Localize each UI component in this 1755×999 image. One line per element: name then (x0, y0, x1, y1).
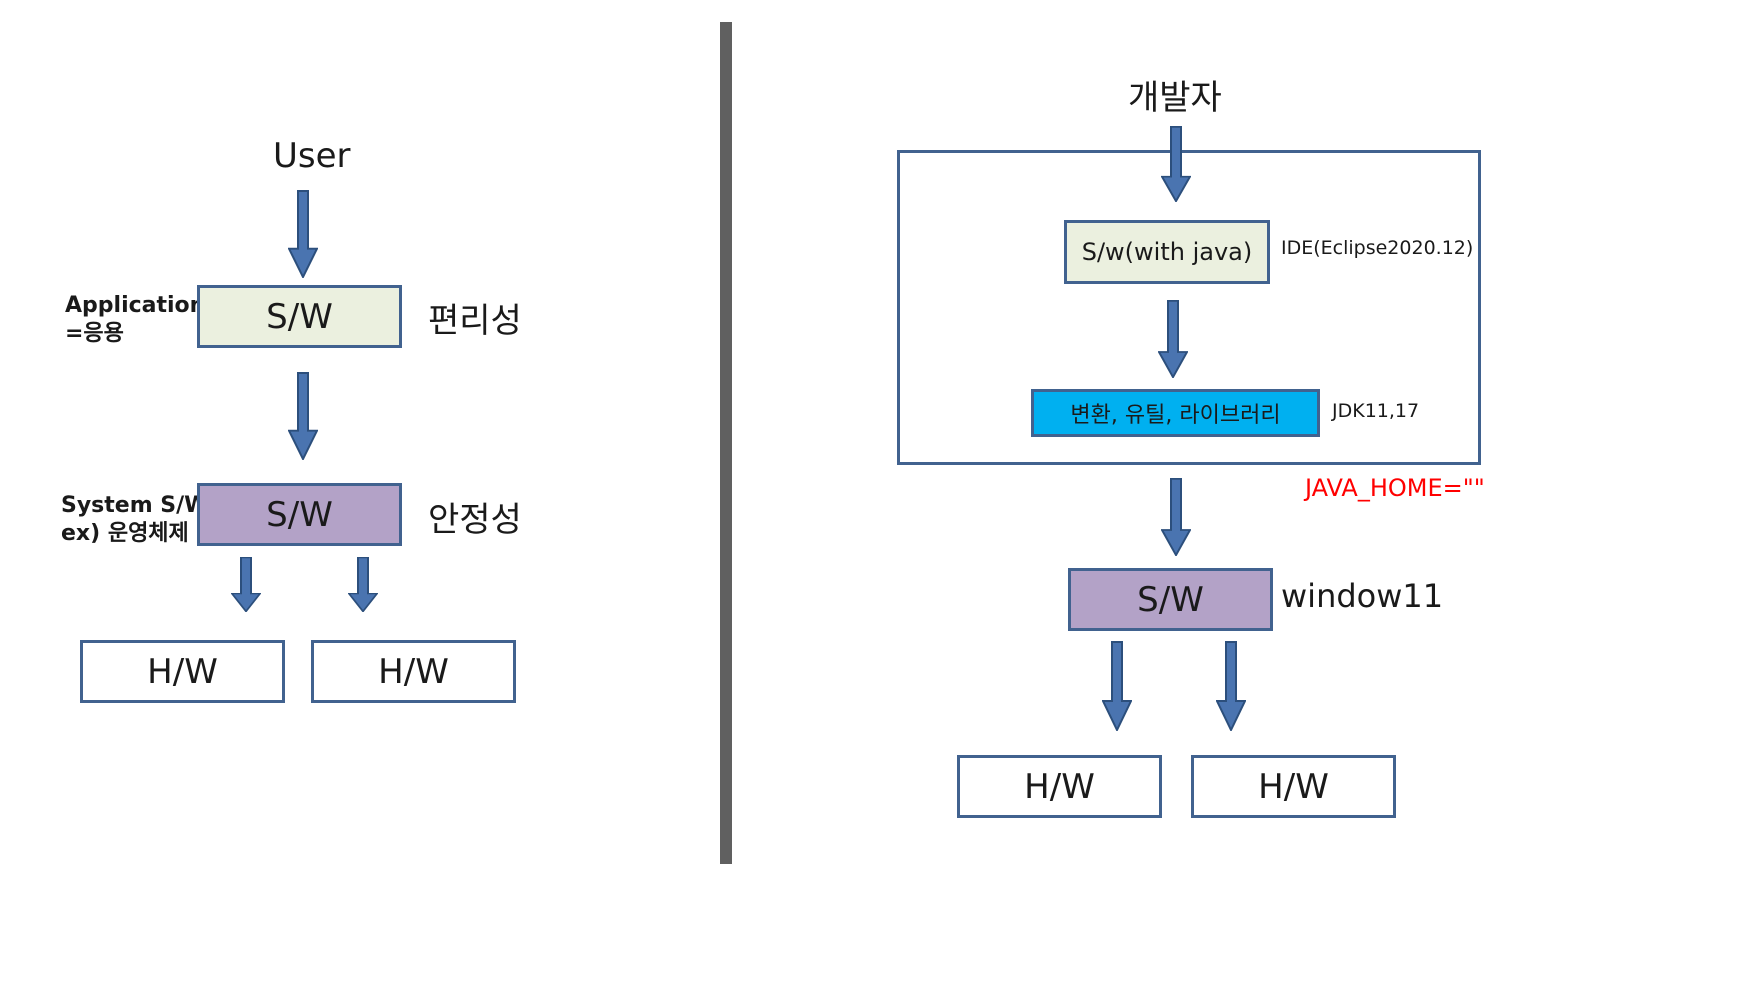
dev-environment-frame (897, 150, 1481, 465)
arrow-down-icon (1158, 300, 1188, 378)
hw-text: H/W (1258, 766, 1329, 807)
ide-sw-text: S/w(with java) (1081, 238, 1253, 266)
arrow-down-icon (231, 557, 261, 612)
system-label: System S/W ex) 운영체제 (61, 492, 208, 548)
developer-label: 개발자 (1128, 78, 1222, 118)
hw-box: H/W (957, 755, 1162, 818)
arrow-down-icon (348, 557, 378, 612)
java-home-label: JAVA_HOME="" (1305, 474, 1485, 502)
jdk-note: JDK11,17 (1332, 400, 1420, 422)
system-sw-text: S/W (266, 494, 333, 535)
ide-sw-box: S/w(with java) (1064, 220, 1270, 284)
arrow-down-icon (1161, 478, 1191, 556)
hw-box: H/W (80, 640, 285, 703)
system-label-line2: ex) 운영체제 (61, 521, 189, 546)
hw-text: H/W (378, 651, 449, 692)
system-label-line1: System S/W (61, 493, 209, 518)
arrow-down-icon (288, 372, 318, 460)
jdk-library-box: 변환, 유틸, 라이브러리 (1031, 389, 1320, 437)
os-sw-box: S/W (1068, 568, 1273, 631)
application-label-line1: Application (65, 293, 206, 318)
stability-label: 안정성 (428, 500, 522, 540)
arrow-down-icon (1102, 641, 1132, 731)
jdk-library-text: 변환, 유틸, 라이브러리 (1070, 403, 1281, 428)
os-sw-text: S/W (1137, 579, 1204, 620)
arrow-down-icon (1161, 126, 1191, 202)
hw-text: H/W (1024, 766, 1095, 807)
application-sw-box: S/W (197, 285, 402, 348)
arrow-down-icon (288, 190, 318, 278)
arrow-down-icon (1216, 641, 1246, 731)
application-label-line2: =응용 (65, 321, 124, 346)
hw-box: H/W (311, 640, 516, 703)
hw-box: H/W (1191, 755, 1396, 818)
os-note: window11 (1281, 577, 1444, 615)
user-label: User (273, 136, 351, 176)
application-label: Application =응용 (65, 292, 205, 348)
application-sw-text: S/W (266, 296, 333, 337)
ide-note: IDE(Eclipse2020.12) (1281, 237, 1474, 259)
convenience-label: 편리성 (428, 301, 522, 341)
hw-text: H/W (147, 651, 218, 692)
vertical-divider (720, 22, 732, 864)
system-sw-box: S/W (197, 483, 402, 546)
